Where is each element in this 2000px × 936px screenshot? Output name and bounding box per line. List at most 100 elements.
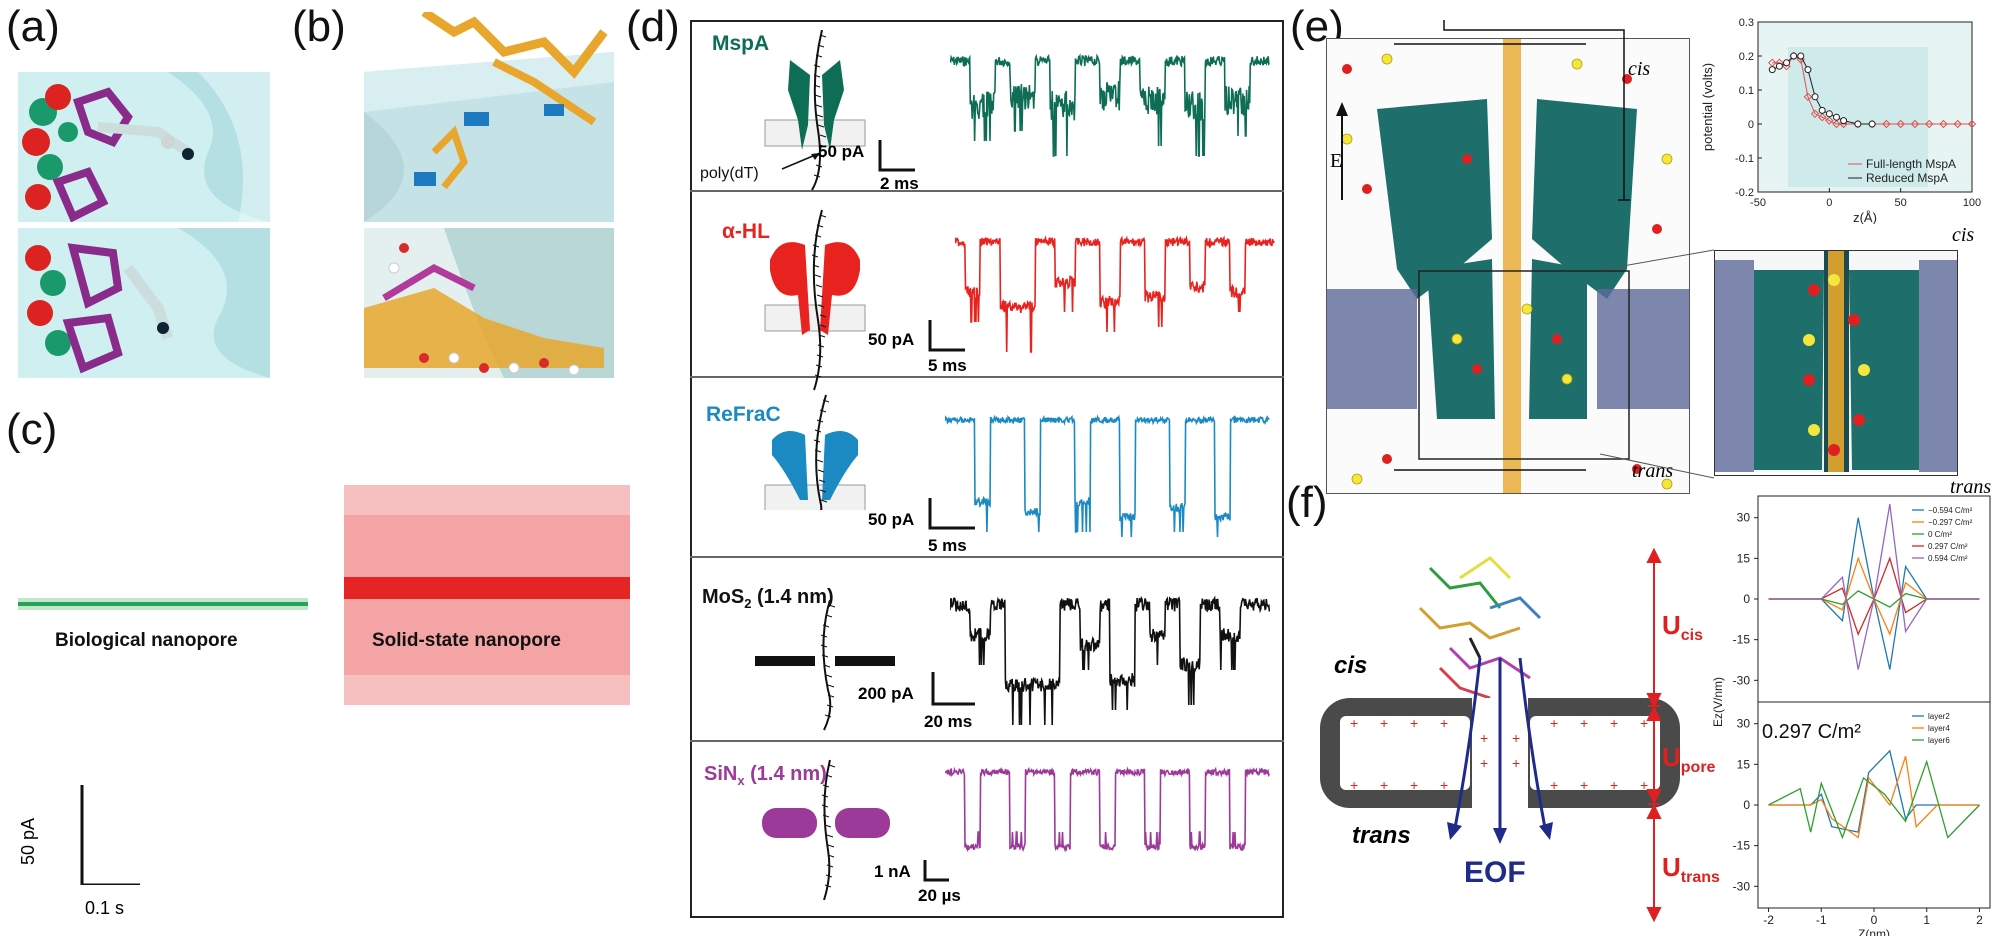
- inset-ytick-label: 0.2: [1739, 51, 1754, 63]
- inset-point-circle: [1811, 93, 1819, 101]
- inset-point-diamond: [1882, 119, 1891, 129]
- row-divider: [690, 556, 1284, 558]
- f-trans-label: trans: [1352, 822, 1411, 849]
- current-trace-line: [945, 414, 1270, 538]
- row-label-mos2: MoS2 (1.4 nm): [702, 586, 834, 611]
- trace-mspa: [950, 53, 1270, 157]
- inset-point-circle: [1832, 113, 1840, 121]
- row-label-refrac: ReFraC: [706, 403, 781, 426]
- solid-state-trace: [344, 485, 630, 705]
- arrow-icon: [781, 152, 821, 170]
- svg-text:+: +: [1550, 777, 1558, 793]
- inset-point-diamond: [1810, 109, 1820, 119]
- scale-c-y: 50 pA: [18, 817, 38, 865]
- molecule-render-icon: [1327, 39, 1689, 493]
- scale-bar-c: [80, 785, 140, 885]
- molecule-render-icon: [18, 228, 270, 378]
- e-cis-label: cis: [1628, 58, 1651, 80]
- molecule-render-icon: [364, 12, 614, 222]
- svg-text:+: +: [1410, 777, 1418, 793]
- ez-ytick-label: 30: [1737, 717, 1751, 731]
- svg-text:+: +: [1640, 715, 1648, 731]
- ez-xtick-label: -1: [1816, 913, 1827, 927]
- ez-legend-label: −0.594 C/m²: [1928, 506, 1973, 515]
- inset-point-circle: [1775, 62, 1783, 70]
- inset-point-diamond: [1967, 119, 1977, 129]
- ez-ytick-label: 0: [1743, 798, 1750, 812]
- scale-refrac-x: 5 ms: [928, 536, 967, 555]
- inset-point-diamond: [1924, 119, 1934, 129]
- svg-text:+: +: [1480, 755, 1488, 771]
- svg-text:+: +: [1610, 715, 1618, 731]
- svg-text:+: +: [1440, 715, 1448, 731]
- svg-text:+: +: [1380, 777, 1388, 793]
- svg-text:+: +: [1350, 777, 1358, 793]
- inset-point-diamond: [1832, 119, 1841, 129]
- inset-point-diamond: [1910, 119, 1920, 129]
- e-zoom-cis-label: cis: [1952, 224, 1975, 246]
- svg-text:+: +: [1640, 777, 1648, 793]
- row-divider: [690, 740, 1284, 742]
- inset-point-diamond: [1825, 116, 1834, 125]
- inset-point-circle: [1768, 66, 1776, 74]
- scale-bar-mos2: [931, 672, 975, 706]
- pore-schematics-solid: [755, 600, 895, 900]
- ez-xtick-label: -2: [1763, 913, 1774, 927]
- ez-ytick-label: 30: [1737, 511, 1751, 525]
- scale-mspa-y: 50 pA: [818, 142, 865, 161]
- scale-sinx-y: 1 nA: [874, 862, 911, 881]
- trace-mos2: [950, 595, 1270, 726]
- f-eof-label: EOF: [1464, 856, 1526, 889]
- ez-series-line: [1768, 759, 1980, 840]
- md-snapshot-e-zoom: [1714, 250, 1958, 472]
- ez-ytick-label: 15: [1737, 757, 1751, 771]
- svg-text:+: +: [1380, 715, 1388, 731]
- inset-point-circle: [1783, 59, 1791, 67]
- ez-legend-label: 0.594 C/m²: [1928, 554, 1968, 563]
- ez-legend-label: 0 C/m²: [1928, 530, 1952, 539]
- svg-text:+: +: [1410, 715, 1418, 731]
- inset-point-circle: [1790, 52, 1798, 60]
- inset-xtick-label: 50: [1895, 197, 1907, 209]
- e-trans-label: trans: [1632, 460, 1674, 482]
- inset-ytick-label: 0: [1748, 119, 1754, 131]
- inset-point-diamond: [1896, 119, 1905, 129]
- inset-ylabel: potential (volts): [1700, 63, 1715, 151]
- inset-xlabel: z(Å): [1853, 210, 1877, 224]
- panel-b-letter: (b): [292, 2, 346, 51]
- scale-c-x: 0.1 s: [85, 898, 125, 918]
- e-field-label: E: [1330, 150, 1343, 172]
- svg-text:+: +: [1480, 730, 1488, 746]
- scale-ahl-y: 50 pA: [868, 330, 915, 349]
- scale-ahl-x: 5 ms: [928, 356, 967, 375]
- inset-point-circle: [1854, 120, 1862, 128]
- scale-bar-sinx: [923, 860, 949, 882]
- trace-sinx: [945, 766, 1270, 853]
- panel-d-frame: [690, 20, 1284, 918]
- inset-legend-label: Reduced MspA: [1866, 171, 1948, 185]
- ez-xtick-label: 2: [1976, 913, 1983, 927]
- inset-point-circle: [1840, 117, 1848, 125]
- scale-sinx-x: 20 µs: [918, 886, 961, 905]
- panel-f-letter: (f): [1286, 478, 1328, 527]
- zoom-frame: [1714, 250, 1958, 476]
- u-pore-label: Upore: [1662, 742, 1716, 777]
- svg-text:+: +: [1580, 777, 1588, 793]
- inset-ytick-label: -0.1: [1735, 153, 1754, 165]
- scale-mspa-x: 2 ms: [880, 174, 919, 193]
- current-trace-line: [950, 595, 1270, 726]
- current-trace-line: [950, 53, 1270, 157]
- inset-point-circle: [1825, 110, 1833, 118]
- panel-d-letter: (d): [626, 2, 680, 51]
- trace-refrac: [945, 414, 1270, 538]
- ez-legend-label: −0.297 C/m²: [1928, 518, 1973, 527]
- current-trace-line: [955, 234, 1275, 353]
- u-cis-label: Ucis: [1662, 610, 1704, 645]
- scale-bar-refrac: [928, 498, 975, 530]
- inset-point-circle: [1818, 106, 1826, 114]
- cis-trans-brackets: [1336, 20, 1630, 471]
- scale-mos2-y: 200 pA: [858, 684, 914, 703]
- inset-point-diamond: [1803, 92, 1813, 102]
- md-snapshot-b-bottom: [364, 228, 614, 378]
